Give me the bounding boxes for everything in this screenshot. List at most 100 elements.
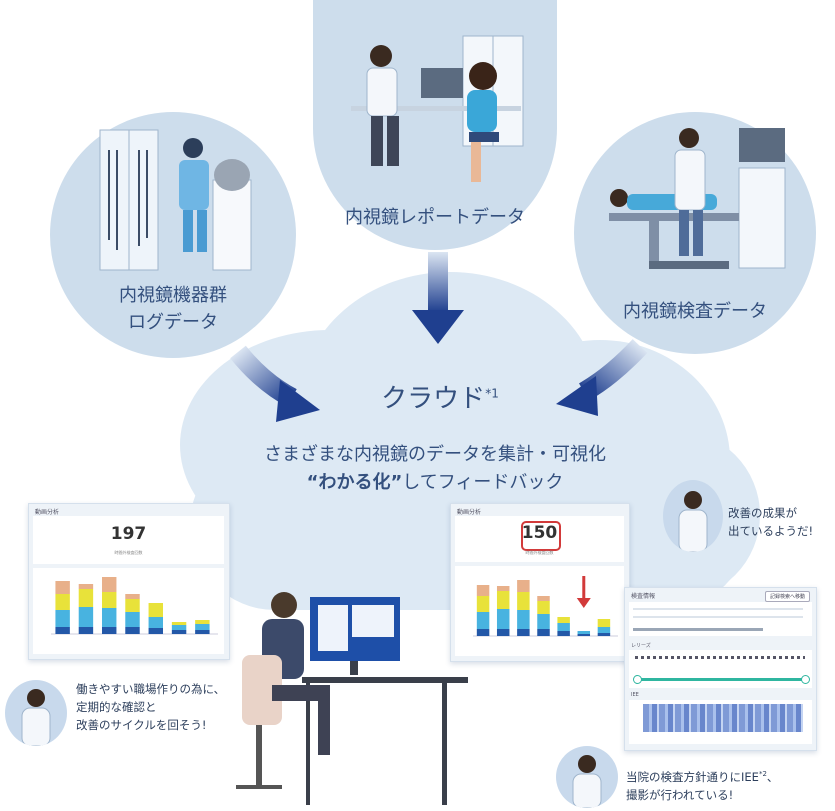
iee-timeline bbox=[629, 700, 812, 744]
bar-segment bbox=[557, 617, 570, 623]
cloud-line2-rest: してフィードバック bbox=[402, 472, 564, 493]
bar-chart-box bbox=[455, 566, 624, 656]
bar-segment bbox=[148, 617, 164, 628]
bar-segment bbox=[537, 614, 550, 629]
bar-segment bbox=[517, 629, 530, 636]
decrease-arrow-head bbox=[576, 598, 591, 608]
bubble-top-right: 改善の成果が 出ているようだ! bbox=[728, 504, 813, 540]
bar-segment bbox=[101, 608, 117, 627]
bar-segment bbox=[55, 627, 70, 634]
bar-segment bbox=[78, 607, 94, 627]
bar-segment bbox=[195, 630, 210, 634]
bar-segment bbox=[597, 633, 611, 636]
bar-segment bbox=[597, 619, 611, 627]
dashboard-panel-middle: 動画分析 150 時間外検査回数 bbox=[450, 503, 630, 662]
bar-segment bbox=[125, 594, 140, 599]
bar-segment bbox=[496, 629, 510, 636]
log-data-label-line1: 内視鏡機器群 bbox=[119, 285, 227, 306]
bar-segment bbox=[476, 629, 490, 636]
bar-segment bbox=[517, 610, 530, 629]
bubble-bottom-left: 働きやすい職場作りの為に、 定期的な確認と 改善のサイクルを回そう! bbox=[76, 680, 225, 734]
bar-segment bbox=[557, 623, 570, 631]
bar-segment bbox=[55, 581, 70, 594]
kpi-highlight-box bbox=[521, 521, 561, 551]
cloud-title: クラウド*1 bbox=[320, 378, 560, 415]
stacked-bar-chart bbox=[51, 577, 218, 635]
cloud-line1: さまざまな内視鏡のデータを集計・可視化 bbox=[264, 444, 606, 465]
bar-segment bbox=[476, 596, 490, 612]
record-search-button[interactable]: 記録検索へ移動 bbox=[764, 591, 810, 602]
bar-segment bbox=[517, 580, 530, 592]
bubble-top-right-line2: 出ているようだ! bbox=[728, 524, 814, 538]
bar-segment bbox=[557, 631, 570, 636]
bubble-top-right-line1: 改善の成果が bbox=[728, 506, 797, 520]
kpi-caption: 時間外検査回数 bbox=[525, 550, 554, 555]
bubble-br-end: 、 bbox=[766, 769, 779, 784]
cloud-line2-bold: “わかる化” bbox=[306, 472, 403, 493]
bar-segment bbox=[171, 622, 187, 625]
bar-segment bbox=[476, 612, 490, 629]
doctor-avatar-bottom-right bbox=[556, 746, 618, 808]
bar-segment bbox=[537, 629, 550, 636]
arrow-down bbox=[412, 252, 464, 344]
report-data-circle: 内視鏡レポートデータ bbox=[313, 0, 557, 250]
bubble-bottom-left-line2: 定期的な確認と bbox=[76, 700, 157, 714]
bar-segment bbox=[125, 612, 140, 627]
bar-segment bbox=[517, 592, 530, 610]
bar-segment bbox=[101, 577, 117, 592]
worker-at-desk bbox=[236, 592, 468, 805]
bar-segment bbox=[597, 627, 611, 633]
bar-segment bbox=[496, 586, 510, 591]
exam-data-label: 内視鏡検査データ bbox=[623, 301, 767, 322]
release-timeline bbox=[629, 650, 812, 688]
bar-segment bbox=[148, 603, 164, 617]
bubble-bottom-left-line3: 改善のサイクルを回そう! bbox=[76, 718, 207, 732]
report-data-label: 内視鏡レポートデータ bbox=[345, 207, 525, 228]
dashboard-panel-left: 動画分析 197 時間外検査回数 bbox=[28, 503, 230, 660]
bar-segment bbox=[125, 599, 140, 612]
cloud-title-text: クラウド bbox=[381, 384, 486, 414]
panel-header: 動画分析 bbox=[35, 509, 60, 516]
bar-chart-box bbox=[33, 568, 224, 654]
bubble-br-text: 当院の検査方針通りにIEE bbox=[626, 769, 759, 784]
bubble-bottom-left-line1: 働きやすい職場作りの為に、 bbox=[76, 682, 226, 696]
bubble-bottom-right-line1: 当院の検査方針通りにIEE*2、 bbox=[626, 765, 778, 786]
bar-segment bbox=[55, 594, 70, 610]
kpi-card: 150 時間外検査回数 bbox=[455, 516, 624, 562]
bar-segment bbox=[78, 589, 94, 607]
bar-segment bbox=[78, 584, 94, 589]
bar-segment bbox=[171, 630, 187, 634]
log-data-circle: 内視鏡機器群 ログデータ bbox=[50, 112, 296, 358]
section-iee-label: IEE bbox=[631, 692, 639, 698]
bar-segment bbox=[101, 592, 117, 608]
panel-header: 動画分析 bbox=[457, 509, 482, 516]
cloud-line2: “わかる化”してフィードバック bbox=[220, 468, 650, 494]
bar-segment bbox=[171, 625, 187, 630]
kpi-card: 197 時間外検査回数 bbox=[33, 516, 224, 564]
arrow-left bbox=[230, 345, 320, 422]
bar-segment bbox=[496, 591, 510, 609]
bar-segment bbox=[195, 624, 210, 630]
bar-segment bbox=[537, 601, 550, 614]
doctor-avatar-bottom-left bbox=[5, 680, 67, 746]
cloud-title-mark: *1 bbox=[485, 386, 499, 401]
stacked-bar-chart bbox=[473, 576, 618, 637]
bar-segment bbox=[476, 585, 490, 596]
exam-data-circle: 内視鏡検査データ bbox=[574, 112, 816, 354]
detail-panel-right: 検査情報 記録検索へ移動 レリーズ IEE bbox=[624, 587, 817, 751]
kpi-caption: 時間外検査回数 bbox=[114, 550, 143, 555]
bubble-br-mark: *2 bbox=[758, 770, 767, 778]
bar-segment bbox=[125, 627, 140, 634]
info-table bbox=[629, 602, 812, 636]
section-release-label: レリーズ bbox=[631, 643, 651, 649]
log-data-label-line2: ログデータ bbox=[128, 312, 218, 333]
kpi-value: 150 bbox=[521, 523, 558, 543]
panel-header: 検査情報 bbox=[631, 593, 656, 600]
bar-segment bbox=[78, 627, 94, 634]
doctor-avatar-top-right bbox=[663, 480, 723, 552]
bubble-bottom-right-line2: 撮影が行われている! bbox=[626, 787, 734, 802]
kpi-value: 197 bbox=[110, 524, 147, 544]
bar-segment bbox=[577, 631, 591, 634]
bar-segment bbox=[55, 610, 70, 627]
